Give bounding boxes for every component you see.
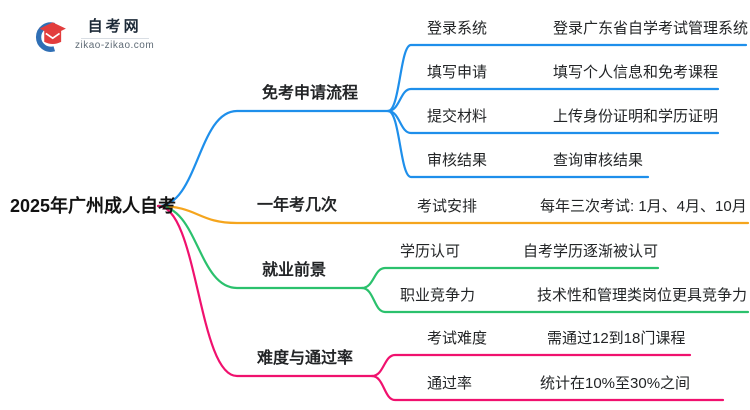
branch3-child2-value: 技术性和管理类岗位更具竞争力 [537,287,748,304]
branch4-child1-value: 需通过12到18门课程 [547,330,686,347]
branch4-row1-line [370,353,692,378]
branch3-label: 就业前景 [262,262,327,279]
branch1-label: 免考申请流程 [262,85,359,102]
logo-divider [80,38,149,39]
graduation-cap-icon [35,22,66,52]
branch3-child1-value: 自考学历逐渐被认可 [523,243,659,260]
branch3-row1-line [360,266,660,290]
branch1-child2-value: 填写个人信息和免考课程 [553,64,719,81]
logo-title: 自考网 [87,18,142,35]
branch2-line [156,204,750,225]
logo-domain-text: zikao-zikao.com [75,40,155,51]
branch1-child4-value: 查询审核结果 [553,152,644,169]
branch2-child1-value: 每年三次考试: 1月、4月、10月 [540,198,747,215]
branch3-row2-line [360,286,750,314]
branch4-row2-line [370,374,725,402]
branch1-child4-label: 审核结果 [427,152,488,169]
branch3-child2-label: 职业竞争力 [400,287,476,304]
branch4-child2-value: 统计在10%至30%之间 [540,375,691,392]
branch4-child2-label: 通过率 [427,375,473,392]
branch4-label: 难度与通过率 [257,350,354,367]
branch3-child1-label: 学历认可 [400,243,461,260]
branch1-child1-label: 登录系统 [427,20,488,37]
branch2-child1-label: 考试安排 [417,198,478,215]
branch4-child1-label: 考试难度 [427,330,488,347]
branch1-child3-label: 提交材料 [427,108,488,125]
branch1-row1-line [386,43,748,113]
branch1-child3-value: 上传身份证明和学历证明 [553,108,719,125]
site-logo: 自考网 zikao-zikao.com [30,16,154,54]
link-root-to-branch3 [156,204,364,290]
link-root-to-branch1 [156,109,390,208]
branch1-child2-label: 填写申请 [427,64,488,81]
branch2-label: 一年考几次 [257,197,338,214]
branch1-child1-value: 登录广东省自学考试管理系统 [553,20,749,37]
link-root-to-branch4 [156,204,374,378]
branch1-row2-line [386,87,720,113]
branch1-row4-line [386,109,650,179]
root-node-label: 2025年广州成人自考 [10,196,177,216]
